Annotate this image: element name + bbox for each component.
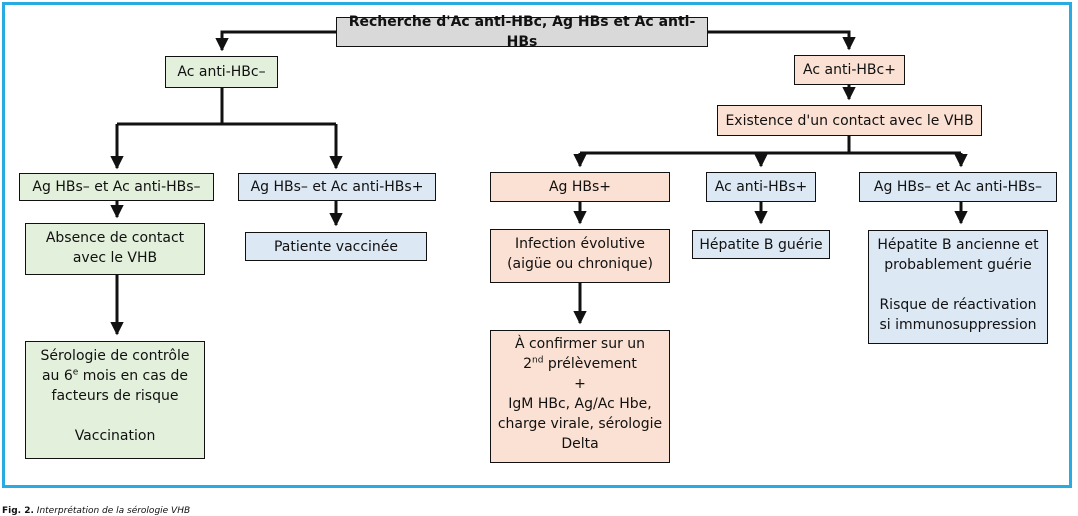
node-control-serology-line2: au 6e mois en cas de bbox=[42, 366, 188, 386]
node-control-serology-line4: Vaccination bbox=[74, 428, 156, 444]
node-reactivation-line2: si immunosuppression bbox=[879, 317, 1037, 333]
node-evolving-infection-line1: Infection évolutive bbox=[514, 236, 645, 252]
root-node: Recherche d'Ac anti-HBc, Ag HBs et Ac an… bbox=[336, 14, 708, 50]
node-old-hepatitis-line2: probablement guérie bbox=[884, 257, 1032, 273]
node-anti-hbs-positive: Ac anti-HBs+ bbox=[706, 172, 816, 202]
node-confirm-line1: À confirmer sur un bbox=[514, 336, 646, 352]
node-left-hbs-neg-antihbs-neg: Ag HBs– et Ac anti-HBs– bbox=[19, 173, 214, 201]
node-no-contact-line2: avec le VHB bbox=[72, 250, 158, 266]
confirm-second-suffix: prélèvement bbox=[543, 356, 637, 372]
node-anti-hbc-positive: Ac anti-HBc+ bbox=[794, 55, 905, 85]
node-confirm-plus: + bbox=[574, 376, 586, 392]
node-no-contact: Absence de contact avec le VHB bbox=[25, 223, 205, 275]
node-anti-hbc-negative: Ac anti-HBc– bbox=[165, 56, 278, 88]
node-confirm-line5: Delta bbox=[561, 436, 599, 452]
figure-caption-label: Fig. 2. bbox=[2, 506, 34, 516]
node-confirm-line2: 2nd prélèvement bbox=[523, 354, 637, 374]
confirm-second-prefix: 2 bbox=[523, 356, 533, 372]
node-evolving-infection-line2: (aigüe ou chronique) bbox=[507, 256, 653, 272]
node-old-hepatitis: Hépatite B ancienne et probablement guér… bbox=[868, 230, 1048, 344]
node-hepatitis-cured: Hépatite B guérie bbox=[692, 230, 830, 259]
figure-caption: Fig. 2. Interprétation de la sérologie V… bbox=[2, 506, 190, 516]
node-no-contact-line1: Absence de contact bbox=[45, 230, 185, 246]
node-evolving-infection: Infection évolutive (aigüe ou chronique) bbox=[490, 229, 670, 283]
node-confirm-line3: IgM HBc, Ag/Ac Hbe, bbox=[508, 396, 652, 412]
node-left-hbs-neg-antihbs-pos: Ag HBs– et Ac anti-HBs+ bbox=[238, 173, 436, 201]
control-serology-month-prefix: au 6 bbox=[41, 368, 73, 384]
control-serology-month-suffix: mois en cas de bbox=[78, 368, 189, 384]
node-vaccinated: Patiente vaccinée bbox=[245, 232, 427, 261]
node-control-serology-spacer bbox=[113, 406, 117, 426]
node-reactivation-line1: Risque de réactivation bbox=[879, 297, 1037, 313]
node-confirm-second-sample: À confirmer sur un 2nd prélèvement + IgM… bbox=[490, 330, 670, 463]
node-control-serology-line3: facteurs de risque bbox=[51, 388, 179, 404]
node-old-hepatitis-line1: Hépatite B ancienne et bbox=[877, 237, 1039, 253]
node-old-hepatitis-spacer bbox=[956, 275, 960, 295]
node-right-hbs-neg-antihbs-neg: Ag HBs– et Ac anti-HBs– bbox=[859, 172, 1057, 202]
node-control-serology-line1: Sérologie de contrôle bbox=[40, 348, 190, 364]
node-contact-vhb: Existence d'un contact avec le VHB bbox=[717, 105, 982, 136]
node-control-serology: Sérologie de contrôle au 6e mois en cas … bbox=[25, 341, 205, 459]
confirm-second-sup: nd bbox=[532, 355, 544, 366]
figure-caption-text: Interprétation de la sérologie VHB bbox=[36, 506, 191, 516]
node-hbs-positive: Ag HBs+ bbox=[490, 172, 670, 202]
control-serology-month-sup: e bbox=[72, 367, 79, 378]
node-confirm-line4: charge virale, sérologie bbox=[497, 416, 663, 432]
